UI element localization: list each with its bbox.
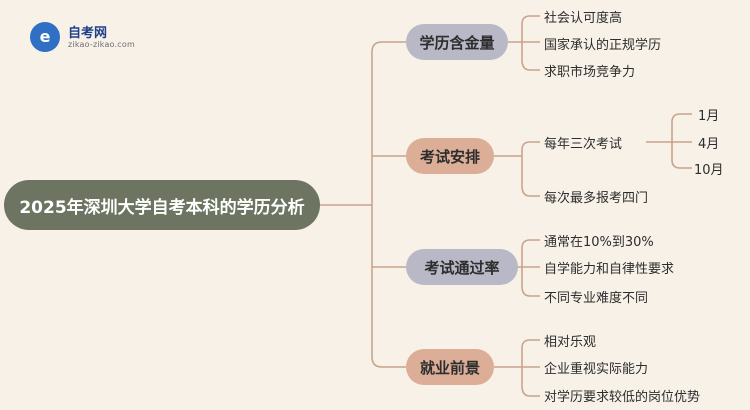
sub-leaf-node: 4月 [698, 137, 720, 152]
branch-node-employment: 就业前景 [406, 349, 494, 385]
leaf-node: 每次最多报考四门 [544, 191, 649, 206]
branch-node-exam-schedule: 考试安排 [406, 138, 494, 174]
leaf-node: 企业重视实际能力 [544, 362, 649, 377]
logo-name: 自考网 [68, 26, 108, 41]
connector-b4-leaves [494, 339, 540, 397]
root-node: 2025年深圳大学自考本科的学历分析 [4, 180, 320, 230]
site-logo[interactable]: e 自考网 zikao-zikao.com [30, 20, 140, 54]
connector-b2-leaves [494, 141, 540, 197]
leaf-node: 通常在10%到30% [544, 235, 654, 250]
leaf-node: 求职市场竞争力 [544, 65, 636, 80]
branch-node-pass-rate: 考试通过率 [406, 249, 518, 285]
leaf-node: 每年三次考试 [544, 137, 623, 152]
connector-b2-subleaves [646, 113, 692, 169]
logo-badge-icon: e [30, 22, 60, 52]
leaf-node: 国家承认的正规学历 [544, 38, 662, 53]
leaf-node: 社会认可度高 [544, 11, 623, 26]
connector-b1-leaves [508, 15, 540, 71]
leaf-node: 自学能力和自律性要求 [544, 262, 675, 277]
connector-b3-leaves [518, 239, 540, 297]
connector-trunk [371, 41, 383, 368]
logo-domain: zikao-zikao.com [68, 40, 135, 49]
sub-leaf-node: 1月 [698, 109, 720, 124]
leaf-node: 对学历要求较低的岗位优势 [544, 390, 701, 405]
branch-node-credential-value: 学历含金量 [406, 24, 508, 60]
leaf-node: 相对乐观 [544, 335, 597, 350]
leaf-node: 不同专业难度不同 [544, 291, 649, 306]
sub-leaf-node: 10月 [694, 163, 724, 178]
